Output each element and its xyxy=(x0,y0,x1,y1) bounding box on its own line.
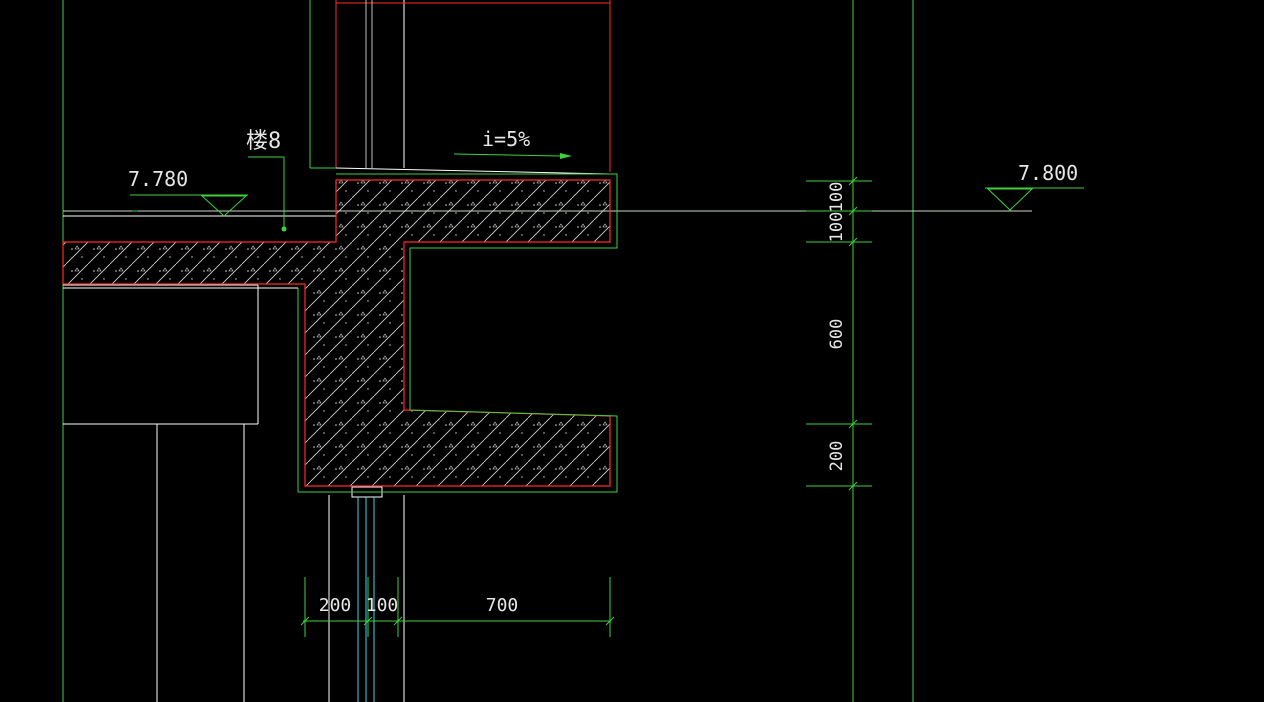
floor-label: 楼8 xyxy=(246,129,281,154)
window-frame-above xyxy=(335,0,611,175)
dim-h-1: 200 xyxy=(319,595,352,616)
elev-marker-right xyxy=(985,187,1084,211)
slope-label: i=5% xyxy=(482,127,530,151)
glazing-below xyxy=(357,497,375,702)
concrete-section xyxy=(62,179,611,487)
finish-outline xyxy=(297,173,618,493)
dim-v-1: 100 xyxy=(827,182,847,213)
dim-v-4: 200 xyxy=(827,441,847,472)
dim-h-3: 700 xyxy=(486,595,519,616)
horizontal-dimension-chain xyxy=(300,577,615,637)
elev-label-left: 7.780 xyxy=(128,167,188,191)
floor-leader xyxy=(248,156,287,232)
dim-v-3: 600 xyxy=(827,319,847,350)
dim-h-2: 100 xyxy=(366,595,399,616)
vertical-dimension-chain xyxy=(806,176,872,491)
elev-label-right: 7.800 xyxy=(1018,161,1078,185)
slope-arrow xyxy=(453,153,572,159)
elev-marker-left xyxy=(130,194,248,217)
axis-lines xyxy=(62,0,914,702)
dim-v-2: 100 xyxy=(827,212,847,243)
left-wall-lines xyxy=(63,0,405,702)
